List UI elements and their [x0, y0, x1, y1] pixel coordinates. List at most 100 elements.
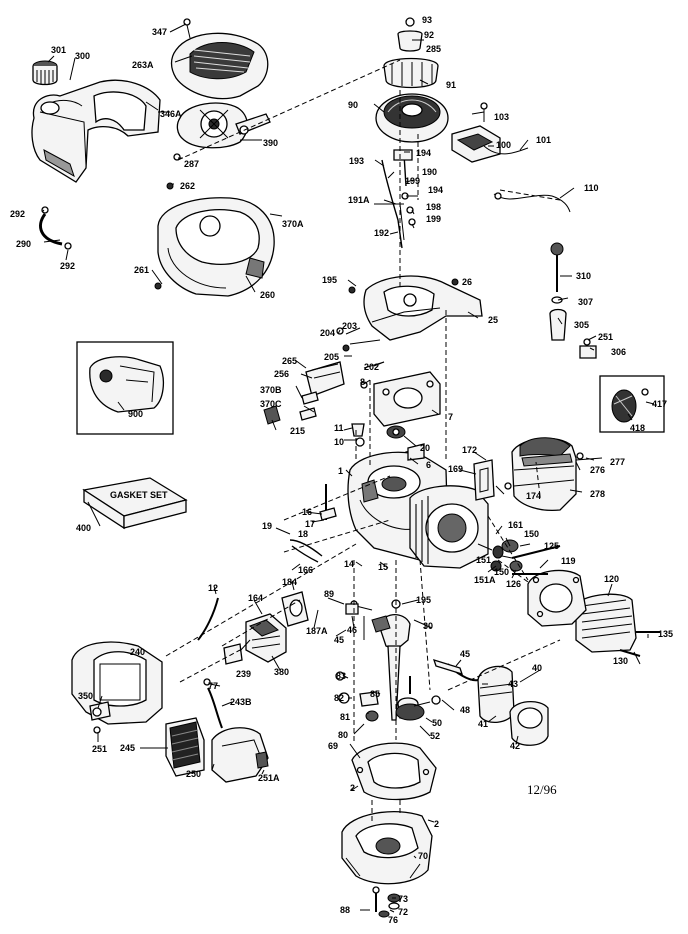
part-label: 310	[576, 271, 592, 281]
part-label: 290	[16, 239, 32, 249]
air-cleaner-base	[71, 641, 163, 734]
part-label: 17	[305, 519, 316, 529]
part-label: 7	[448, 412, 454, 422]
piston-assembly	[432, 659, 549, 746]
part-label: 92	[424, 30, 435, 40]
part-label: 126	[506, 579, 522, 589]
part-label: 77	[208, 681, 219, 691]
part-label: 110	[584, 183, 599, 193]
part-label: 187A	[306, 626, 328, 636]
part-label: 245	[120, 743, 136, 753]
part-label: 195	[416, 595, 432, 605]
part-label: 169	[448, 464, 464, 474]
part-label: 215	[290, 426, 306, 436]
part-label: 199	[405, 176, 421, 186]
part-label: 164	[248, 593, 264, 603]
part-label: 184	[282, 577, 298, 587]
part-label: 192	[374, 228, 390, 238]
part-label: 130	[613, 656, 629, 666]
spark-arrestor-inset	[599, 375, 665, 433]
part-label: 418	[630, 423, 646, 433]
part-label: 43	[508, 679, 519, 689]
gasket-set-box: GASKET SET	[82, 477, 188, 530]
part-label: 18	[298, 529, 309, 539]
part-label: 30	[423, 621, 434, 631]
part-label: 52	[430, 731, 441, 741]
part-label: 287	[184, 159, 200, 169]
oil-sump	[341, 810, 433, 885]
part-label: 14	[344, 559, 355, 569]
dipstick	[549, 242, 597, 359]
part-label: 93	[422, 15, 433, 25]
part-label: 243B	[230, 697, 252, 707]
part-label: 2	[434, 819, 440, 829]
part-label: 19	[262, 521, 273, 531]
part-label: 26	[462, 277, 473, 287]
part-label: 346A	[160, 109, 182, 119]
part-label: 166	[298, 565, 314, 575]
part-label: 48	[460, 705, 471, 715]
part-label: 125	[544, 541, 560, 551]
blower-housing	[154, 182, 275, 297]
fuel-cap	[32, 60, 58, 86]
part-label: 12	[208, 583, 219, 593]
part-label: 90	[348, 100, 359, 110]
part-label: 251	[92, 744, 108, 754]
part-label: 240	[130, 647, 146, 657]
part-label: 45	[334, 635, 345, 645]
control-bracket	[348, 275, 483, 341]
part-label: 300	[75, 51, 91, 61]
part-label: 199	[426, 214, 442, 224]
gasket-set-text: GASKET SET	[110, 490, 168, 500]
part-label: 2	[350, 783, 356, 793]
part-label: 50	[432, 718, 443, 728]
part-label: 370C	[260, 399, 282, 409]
part-label: 100	[496, 140, 512, 150]
part-label: 262	[180, 181, 196, 191]
part-label: 16	[302, 507, 313, 517]
part-label: 25	[488, 315, 499, 325]
muffler	[473, 437, 603, 512]
part-label: 305	[574, 320, 590, 330]
part-label: 251	[598, 332, 614, 342]
part-label: 103	[494, 112, 510, 122]
part-label: 370A	[282, 219, 304, 229]
part-label: 204	[320, 328, 336, 338]
part-label: 195	[322, 275, 338, 285]
throttle-link-16-17	[289, 484, 337, 563]
part-label: 292	[60, 261, 76, 271]
part-label: 101	[536, 135, 552, 145]
part-label: 11	[334, 423, 344, 433]
recoil-starter	[375, 17, 449, 143]
part-label: 91	[446, 80, 457, 90]
part-label: 191A	[348, 195, 370, 205]
part-label: 193	[349, 156, 365, 166]
part-label: 194	[428, 185, 444, 195]
part-label: 41	[478, 719, 489, 729]
part-label: 350	[78, 691, 94, 701]
cam-and-gears	[335, 671, 441, 722]
crankshaft	[345, 599, 411, 721]
part-label: 380	[274, 667, 290, 677]
intake-gasket	[373, 371, 441, 427]
starter-housing	[173, 102, 271, 161]
governor-linkage	[374, 149, 416, 249]
carburetor	[223, 591, 309, 665]
cylinder-fins	[409, 485, 489, 569]
air-cleaner-cover	[211, 727, 269, 783]
part-label: 263A	[132, 60, 154, 70]
blower-housing-top	[170, 18, 269, 100]
part-label: 250	[186, 769, 202, 779]
cylinder-head	[575, 593, 660, 657]
part-label: 80	[338, 730, 349, 740]
part-label: 265	[282, 356, 298, 366]
sump-hardware	[372, 886, 401, 918]
part-label: 278	[590, 489, 606, 499]
part-label: 306	[611, 347, 627, 357]
part-label: 347	[152, 27, 168, 37]
part-label: 81	[340, 712, 351, 722]
part-label: 150	[494, 567, 510, 577]
part-label: 15	[378, 562, 389, 572]
part-label: 135	[658, 629, 674, 639]
